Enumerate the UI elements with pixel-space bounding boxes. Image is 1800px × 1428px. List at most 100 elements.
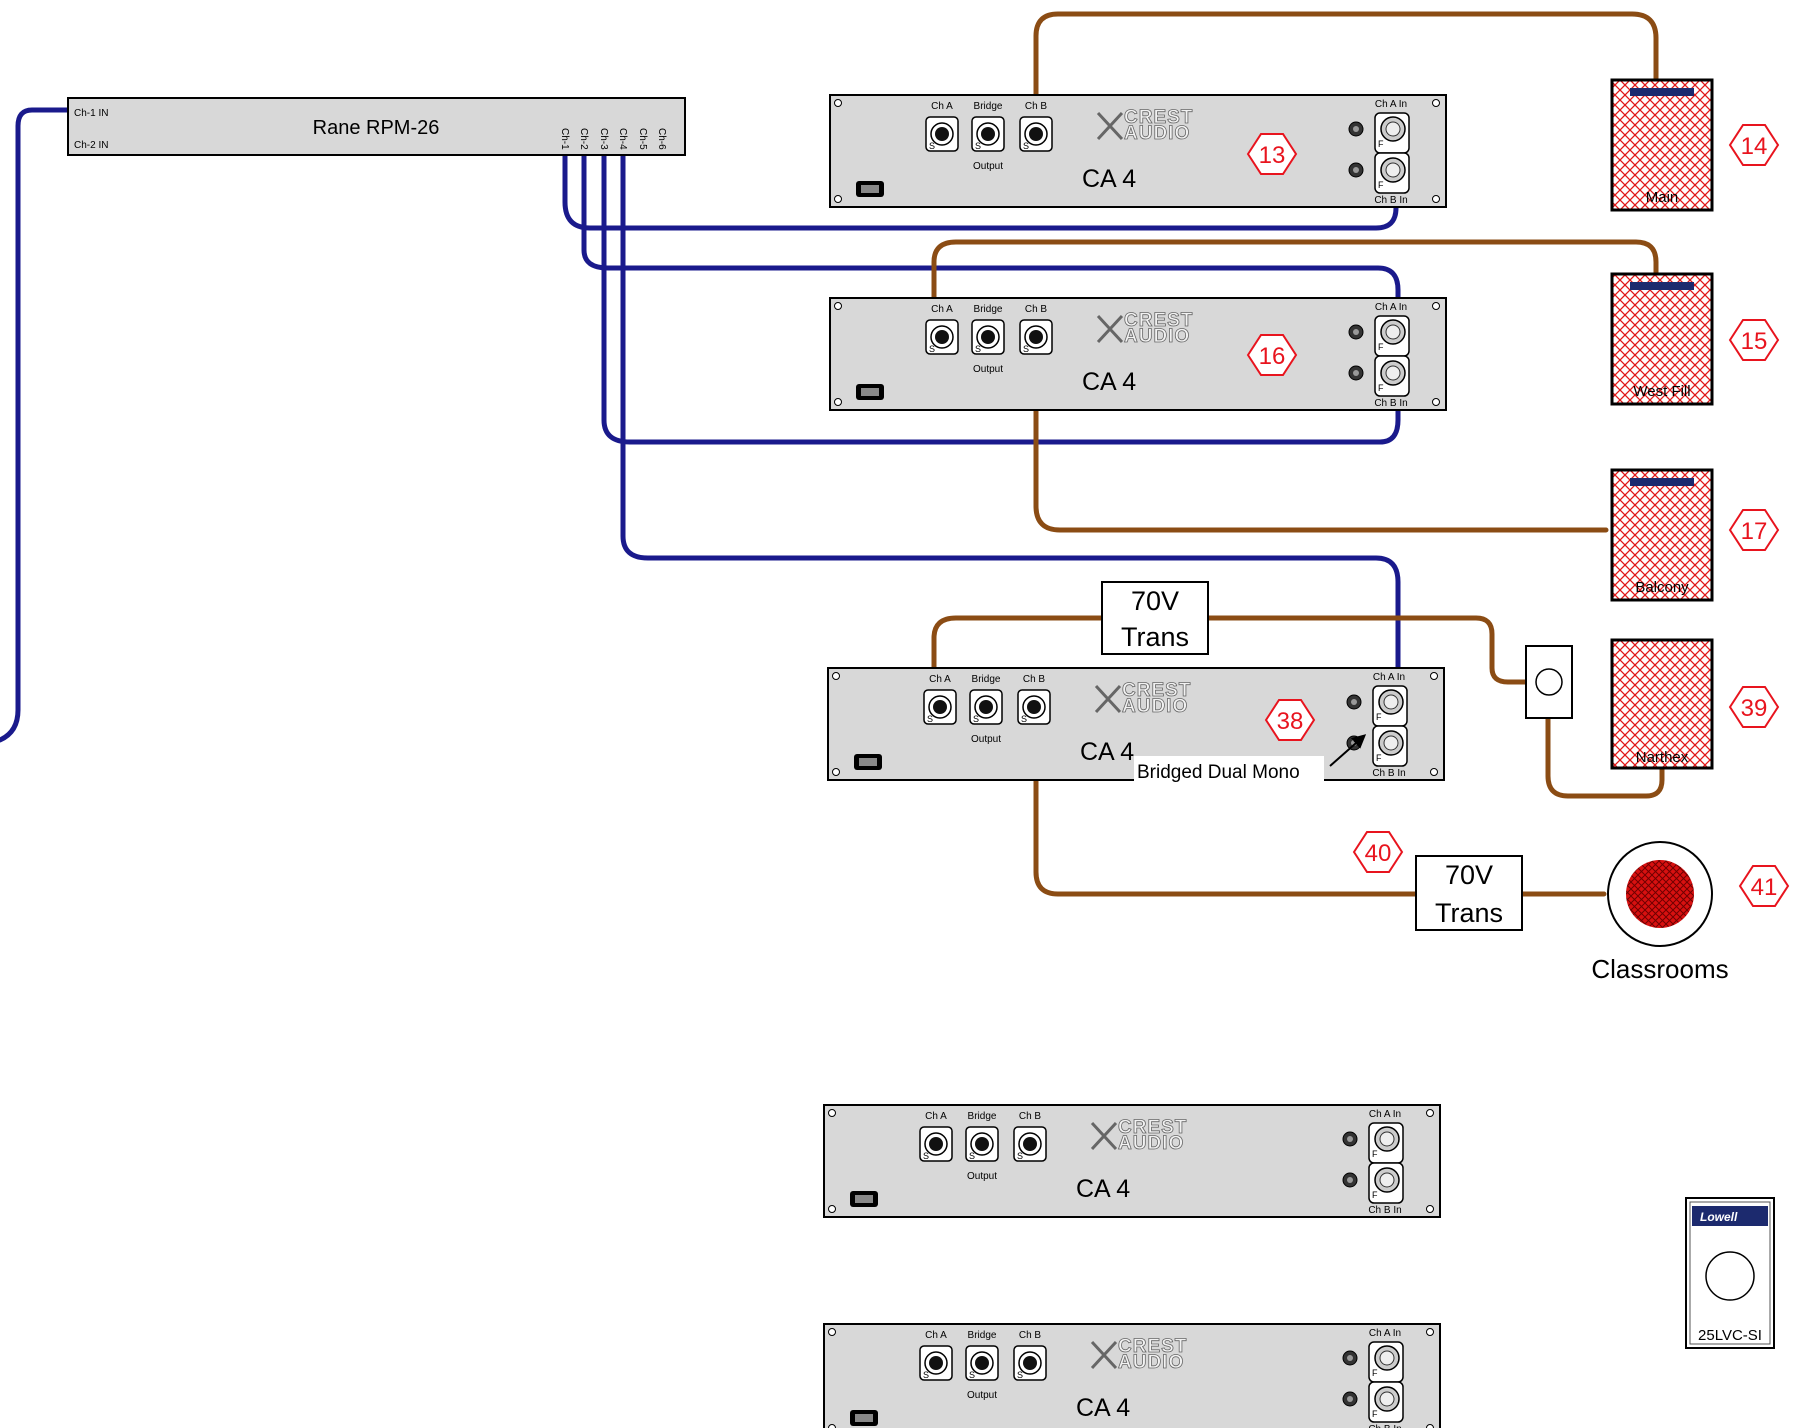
- output-label: Ch A: [925, 1330, 947, 1341]
- ch-a-in-label: Ch A In: [1373, 672, 1405, 683]
- transformer-top-line1: 70V: [1131, 586, 1179, 616]
- amp-model-label: CA 4: [1082, 165, 1136, 193]
- svg-text:S: S: [927, 714, 933, 724]
- svg-text:S: S: [973, 714, 979, 724]
- output-label: Ch A: [925, 1111, 947, 1122]
- output-label: Ch B: [1025, 101, 1048, 112]
- tag-hexagon: [1264, 699, 1316, 741]
- svg-text:AUDIO: AUDIO: [1118, 1352, 1184, 1373]
- tag-hexagon: [1728, 319, 1780, 361]
- ch-a-in-label: Ch A In: [1369, 1109, 1401, 1120]
- cable-ch2-to-amp16-cha: [581, 147, 1401, 321]
- ch-b-in-label: Ch B In: [1372, 768, 1405, 779]
- rane-rpm26: Rane RPM-26 Ch-1 IN Ch-2 IN Ch-1 Ch-2 Ch-3…: [67, 97, 686, 156]
- output-label: Ch B: [1019, 1330, 1042, 1341]
- output-group-label: Output: [973, 161, 1003, 172]
- ch-a-in-label: Ch A In: [1369, 1328, 1401, 1339]
- speaker-balcony-label: Balcony: [1635, 579, 1689, 596]
- svg-text:AUDIO: AUDIO: [1124, 326, 1190, 347]
- tag-number: 13: [1259, 142, 1286, 169]
- ch-b-in-label: Ch B In: [1368, 1205, 1401, 1216]
- output-label: Bridge: [968, 1330, 997, 1341]
- speaker-classrooms: Classrooms: [1591, 841, 1729, 984]
- input-cable: [0, 107, 73, 743]
- svg-text:AUDIO: AUDIO: [1118, 1133, 1184, 1154]
- svg-text:F: F: [1378, 342, 1384, 352]
- bridged-note-label: Bridged Dual Mono: [1137, 762, 1300, 783]
- cable-amp16-to-balcony: [1033, 345, 1609, 533]
- cable-amp13-to-main: [1033, 11, 1659, 151]
- tag-number: 39: [1741, 695, 1768, 722]
- speaker-west-fill-label: West Fill: [1633, 383, 1690, 400]
- svg-text:F: F: [1372, 1149, 1378, 1159]
- output-label: Ch B: [1025, 304, 1048, 315]
- tag-number: 40: [1365, 840, 1392, 867]
- rane-title: Rane RPM-26: [313, 117, 440, 139]
- output-group-label: Output: [967, 1390, 997, 1401]
- ch-b-in-label: Ch B In: [1368, 1424, 1401, 1428]
- tag-hexagon: [1728, 509, 1780, 551]
- crest-logo: CREST: [1124, 310, 1193, 331]
- tag-hexagon: [1728, 686, 1780, 728]
- tag-hexagon: [1352, 831, 1404, 873]
- output-label: Bridge: [974, 101, 1003, 112]
- cable-amp38-to-narthex: [931, 615, 1529, 721]
- tag-number: 15: [1741, 328, 1768, 355]
- amp-model-label: CA 4: [1076, 1394, 1130, 1422]
- cable-ch3-to-amp16-chb: [601, 147, 1401, 445]
- speaker-west-fill: West Fill: [1610, 272, 1714, 406]
- svg-text:S: S: [969, 1370, 975, 1380]
- transformer-bottom-line2: Trans: [1435, 898, 1503, 928]
- amp-model-label: CA 4: [1076, 1175, 1130, 1203]
- output-label: Ch B: [1019, 1111, 1042, 1122]
- svg-text:F: F: [1372, 1190, 1378, 1200]
- tag-hexagon: [1246, 133, 1298, 175]
- output-label: Ch A: [929, 674, 951, 685]
- lowell-volume-control: Lowell 25LVC-SI: [1685, 1197, 1775, 1349]
- speaker-narthex: Narthex: [1610, 638, 1714, 770]
- signal-cables: [0, 107, 1401, 743]
- tag-hexagon: [1246, 334, 1298, 376]
- rane-output-label: Ch-3: [598, 128, 609, 150]
- rane-output-label: Ch-2: [578, 128, 589, 150]
- transformer-70v-top: 70V Trans: [1101, 581, 1209, 655]
- crest-logo: CREST: [1124, 107, 1193, 128]
- svg-text:AUDIO: AUDIO: [1124, 123, 1190, 144]
- bridged-note: Bridged Dual Mono: [1134, 734, 1367, 784]
- svg-text:S: S: [923, 1370, 929, 1380]
- svg-text:S: S: [929, 344, 935, 354]
- svg-text:F: F: [1372, 1409, 1378, 1419]
- speaker-main-label: Main: [1646, 189, 1679, 206]
- svg-text:S: S: [975, 141, 981, 151]
- amp-model-label: CA 4: [1082, 368, 1136, 396]
- output-group-label: Output: [971, 734, 1001, 745]
- tag-hexagon: [1738, 865, 1790, 907]
- svg-text:S: S: [1017, 1370, 1023, 1380]
- svg-text:S: S: [975, 344, 981, 354]
- output-label: Bridge: [968, 1111, 997, 1122]
- svg-text:S: S: [1021, 714, 1027, 724]
- output-label: Ch B: [1023, 674, 1046, 685]
- rane-in2-label: Ch-2 IN: [74, 140, 108, 151]
- amp-model-label: CA 4: [1080, 738, 1134, 766]
- speaker-main: Main: [1610, 78, 1714, 212]
- rane-output-label: Ch-5: [637, 128, 648, 150]
- svg-text:S: S: [1023, 141, 1029, 151]
- volume-control-inline: [1525, 645, 1573, 719]
- output-label: Ch A: [931, 101, 953, 112]
- rane-output-label: Ch-4: [617, 128, 628, 150]
- output-group-label: Output: [973, 364, 1003, 375]
- rane-in1-label: Ch-1 IN: [74, 108, 108, 119]
- tag-number: 14: [1741, 133, 1768, 160]
- output-label: Bridge: [972, 674, 1001, 685]
- rane-output-label: Ch-1: [559, 128, 570, 150]
